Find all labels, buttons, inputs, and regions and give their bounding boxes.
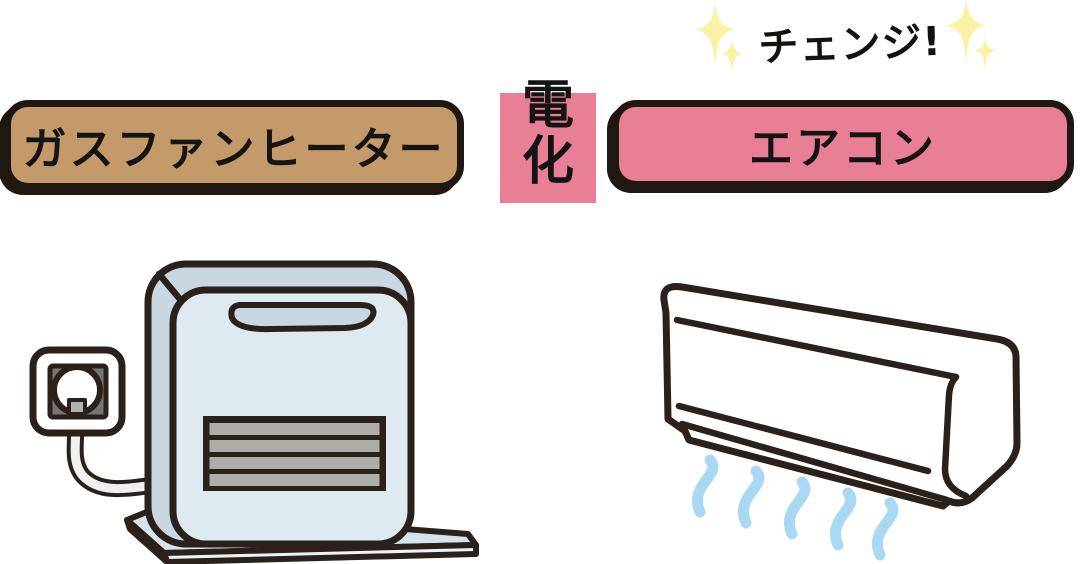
airflow-wave-icon [872,497,899,561]
sparkle-icon [974,37,996,70]
ac-unit [660,283,1021,510]
airflow-wave-icon [830,487,857,551]
heater-corner-line [155,270,183,302]
change-banner-text: チェンジ! [757,18,943,72]
airflow-wave-icon [784,476,811,540]
gas-heater-illustration [29,260,479,564]
airflow-wave-icon [738,465,765,529]
airflow-wave-icon [692,454,719,518]
heater-grille [203,416,386,491]
gas-fan-heater-label: ガスファンヒーター [4,100,464,190]
gas-fan-heater-label-text: ガスファンヒーター [22,124,446,175]
airflow-waves [692,454,899,561]
sparkle-icon [695,4,735,66]
air-conditioner-label-text: エアコン [749,123,937,174]
air-conditioner-illustration [660,283,1021,561]
ac-top-crease [673,316,960,381]
gas-outlet [29,346,126,437]
electrification-badge: 電 化 [500,78,596,203]
heater-handle [228,302,377,333]
ac-vent-line [675,402,932,475]
ac-right-crease [941,373,970,500]
ac-bottom-flap-line [678,420,951,504]
sparkle-icon [946,0,986,62]
electrification-char-top: 電 [521,76,574,136]
electrification-char-bottom: 化 [521,132,574,192]
heater-body [144,260,415,548]
air-conditioner-label: エアコン [612,100,1074,188]
sparkle-icon [721,40,743,73]
electrification-badge-text: 電 化 [522,78,574,203]
